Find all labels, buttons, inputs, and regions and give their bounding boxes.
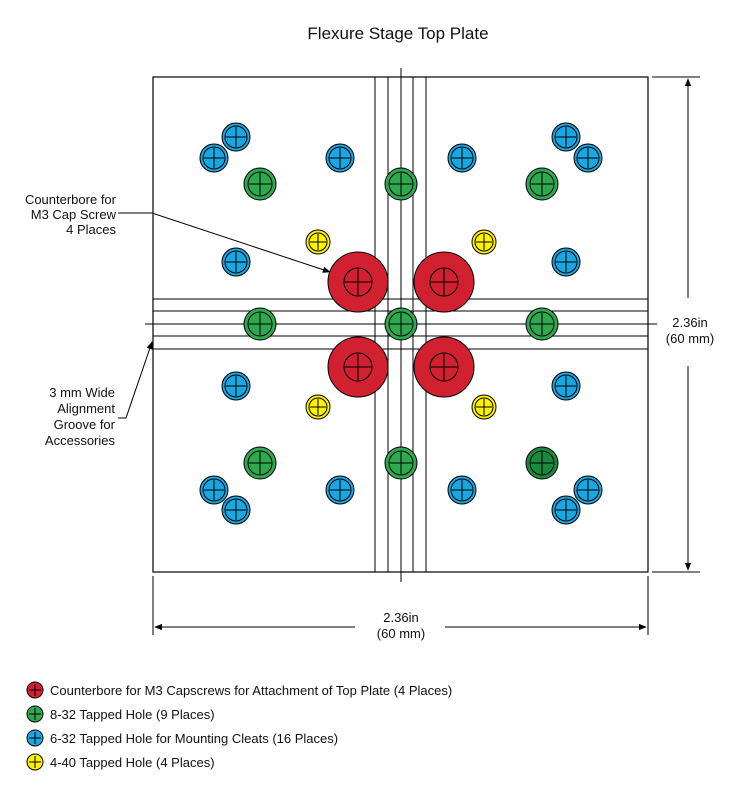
green-hole [525,167,559,201]
red-hole [413,336,475,398]
groove-label-line3: Groove for [54,417,116,432]
blue-hole [551,371,581,401]
crosshair-icon [390,173,412,195]
blue-hole [325,475,355,505]
crosshair-icon [452,148,472,168]
dark-green-hole [525,446,559,480]
width-dimension-mm: (60 mm) [377,626,425,641]
crosshair-icon [556,252,576,272]
crosshair-icon [204,148,224,168]
groove-label-line1: 3 mm Wide [49,385,115,400]
crosshair-icon [249,313,271,335]
crosshair-icon [249,173,271,195]
crosshair-icon [578,480,598,500]
crosshair-icon [345,269,371,295]
legend: Counterbore for M3 Capscrews for Attachm… [26,681,452,771]
legend-label-red: Counterbore for M3 Capscrews for Attachm… [50,683,452,698]
crosshair-icon [390,313,412,335]
width-dimension-value: 2.36in [383,610,418,625]
legend-label-green: 8-32 Tapped Hole (9 Places) [50,707,215,722]
crosshair-icon [330,148,350,168]
counterbore-label-line1: Counterbore for [25,192,117,207]
red-hole [413,251,475,313]
legend-item-yellow: 4-40 Tapped Hole (4 Places) [26,753,215,771]
crosshair-icon [531,313,553,335]
crosshair-icon [578,148,598,168]
counterbore-leader [118,212,331,273]
groove-label-line4: Accessories [45,433,116,448]
groove-leader [118,341,153,419]
blue-hole [221,371,251,401]
blue-hole [199,475,229,505]
green-hole [384,167,418,201]
crosshair-icon [556,127,576,147]
yellow-hole [471,229,497,255]
crosshair-icon [226,127,246,147]
crosshair-icon [390,452,412,474]
height-dimension [652,76,700,573]
green-hole [243,167,277,201]
crosshair-icon [531,173,553,195]
legend-item-green: 8-32 Tapped Hole (9 Places) [26,705,215,723]
counterbore-label-line3: 4 Places [66,222,116,237]
crosshair-icon [431,269,457,295]
crosshair-icon [556,500,576,520]
counterbore-label-line2: M3 Cap Screw [31,207,117,222]
red-hole [327,336,389,398]
blue-hole [221,122,251,152]
yellow-hole [305,394,331,420]
blue-hole [573,143,603,173]
blue-hole [221,247,251,277]
height-dimension-mm: (60 mm) [666,331,714,346]
yellow-hole [305,229,331,255]
blue-hole [199,143,229,173]
crosshair-icon [476,234,492,250]
green-hole [525,307,559,341]
holes-layer [199,122,603,525]
crosshair-icon [431,354,457,380]
crosshair-icon [556,376,576,396]
crosshair-icon [452,480,472,500]
crosshair-icon [249,452,271,474]
blue-hole [221,495,251,525]
crosshair-icon [330,480,350,500]
crosshair-icon [204,480,224,500]
crosshair-icon [226,500,246,520]
blue-hole [573,475,603,505]
red-hole [327,251,389,313]
crosshair-icon [345,354,371,380]
blue-hole [325,143,355,173]
legend-item-blue: 6-32 Tapped Hole for Mounting Cleats (16… [26,729,338,747]
yellow-hole [471,394,497,420]
groove-label-line2: Alignment [57,401,115,416]
blue-hole [447,475,477,505]
green-hole [243,446,277,480]
blue-hole [551,247,581,277]
diagram-title: Flexure Stage Top Plate [307,24,488,43]
crosshair-icon [226,252,246,272]
legend-item-red: Counterbore for M3 Capscrews for Attachm… [26,681,452,699]
legend-label-blue: 6-32 Tapped Hole for Mounting Cleats (16… [50,731,338,746]
crosshair-icon [310,234,326,250]
crosshair-icon [476,399,492,415]
green-hole [384,446,418,480]
crosshair-icon [310,399,326,415]
blue-hole [551,122,581,152]
green-hole [384,307,418,341]
green-hole [243,307,277,341]
height-dimension-value: 2.36in [672,315,707,330]
crosshair-icon [531,452,553,474]
width-dimension [152,576,649,635]
blue-hole [551,495,581,525]
legend-label-yellow: 4-40 Tapped Hole (4 Places) [50,755,215,770]
crosshair-icon [226,376,246,396]
blue-hole [447,143,477,173]
